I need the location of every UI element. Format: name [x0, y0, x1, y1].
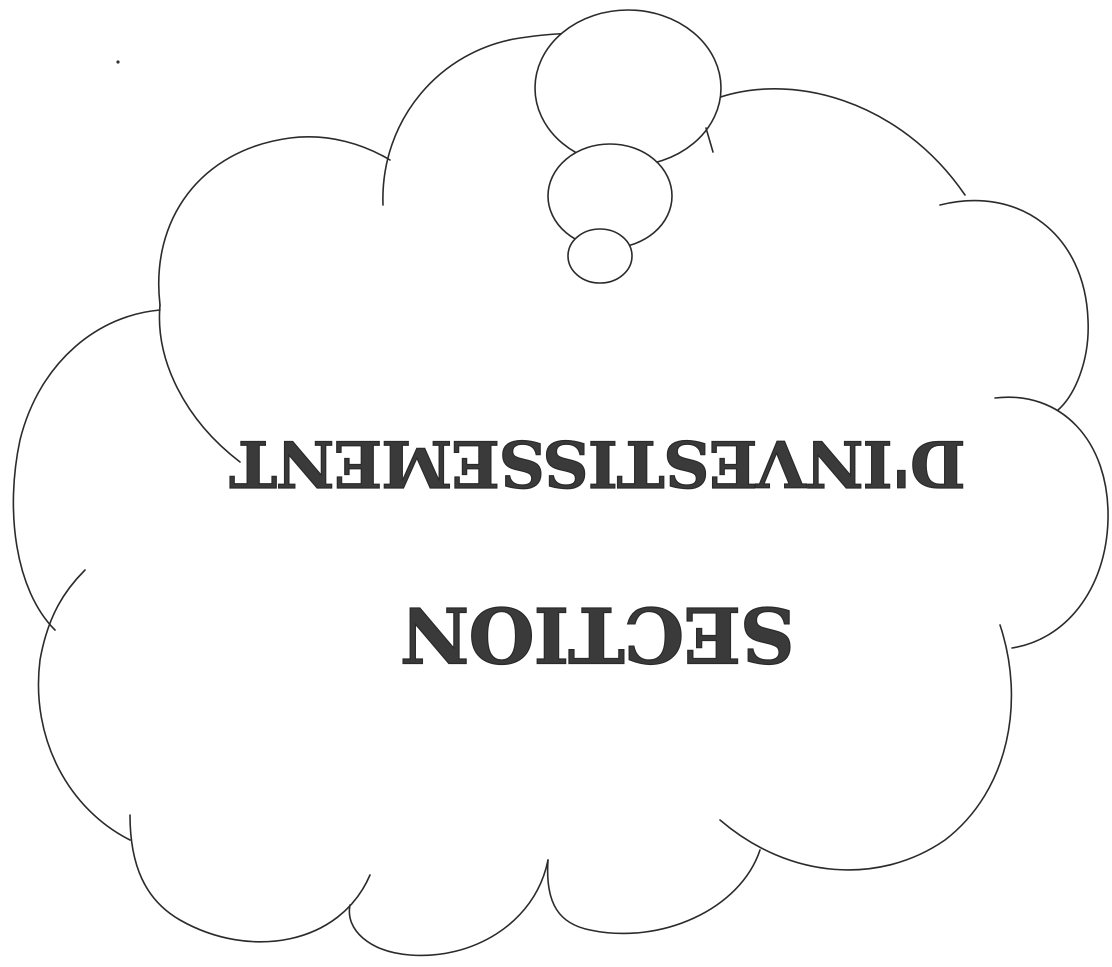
thought-bubbles	[535, 10, 721, 283]
sign-line-investissement: D'INVESTISSEMENT	[230, 426, 966, 501]
stray-speck	[116, 60, 119, 63]
thought-bubble-large	[535, 10, 721, 166]
sign-line-section: SECTION	[401, 590, 795, 679]
